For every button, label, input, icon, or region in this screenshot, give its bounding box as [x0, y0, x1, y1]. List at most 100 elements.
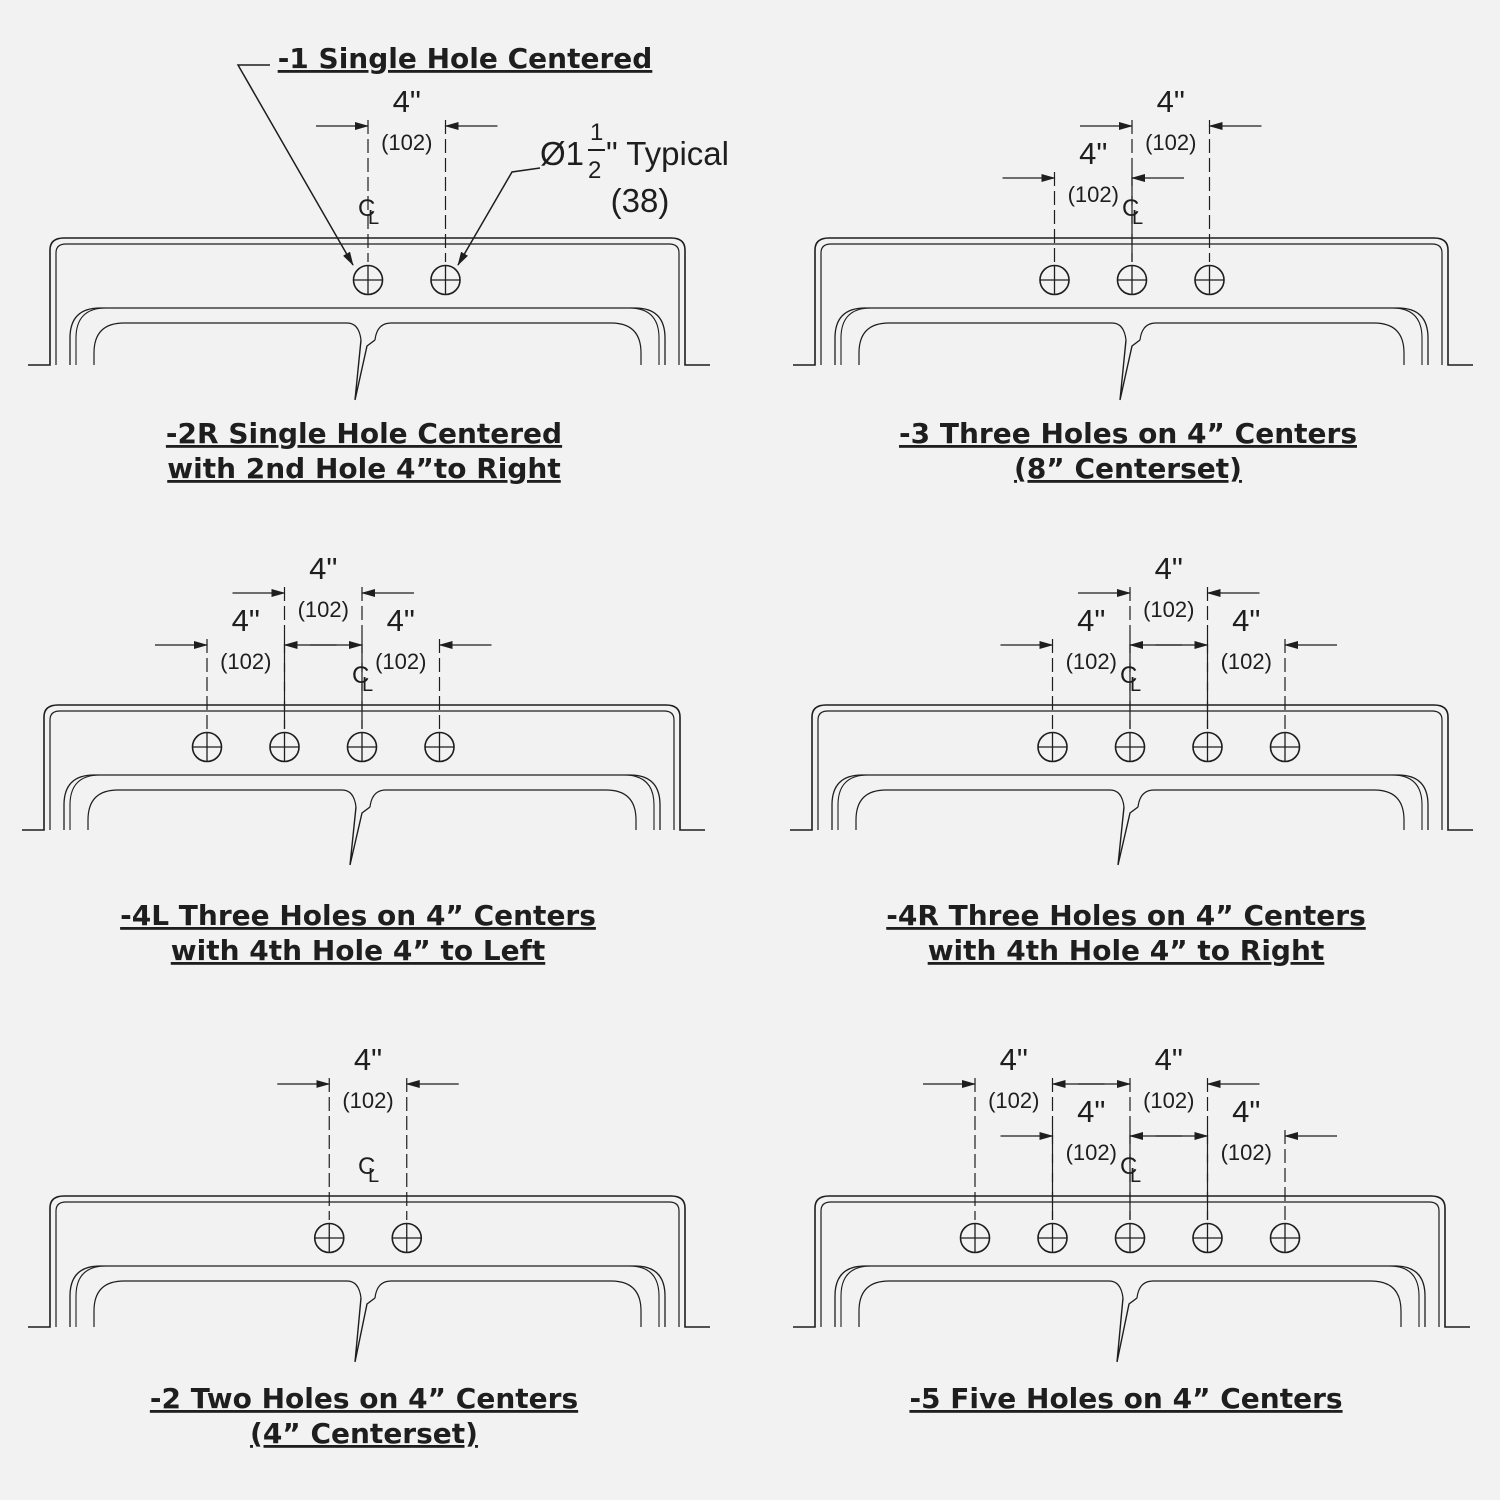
faucet-hole — [1269, 731, 1301, 763]
panel-4r: CL4"(102)4"(102)4"(102)-4R Three Holes o… — [790, 551, 1473, 967]
dimension-metric: (102) — [988, 1088, 1039, 1113]
faucet-hole — [269, 731, 300, 763]
right-bowl — [374, 1280, 642, 1327]
basin-rim — [837, 774, 1423, 830]
svg-text:L: L — [1132, 207, 1143, 229]
centerline-symbol: CL — [1120, 1153, 1141, 1187]
break-mark — [349, 806, 371, 866]
dimension-label: 4" — [1155, 1042, 1183, 1077]
centerline-symbol: CL — [358, 195, 379, 229]
diameter-metric: (38) — [611, 182, 670, 219]
basin-outline — [69, 307, 666, 365]
basin-rim — [840, 307, 1423, 365]
dimension-metric: (102) — [342, 1088, 393, 1113]
right-bowl — [1137, 789, 1405, 830]
faucet-hole — [959, 1222, 991, 1254]
dimension-lower: 4"(102) — [1155, 1094, 1337, 1220]
faucet-hole — [1037, 1222, 1068, 1254]
faucet-hole — [1192, 1222, 1223, 1254]
dimension-lower: 4"(102) — [1000, 603, 1182, 729]
dimension-upper: 4"(102) — [1078, 1042, 1260, 1220]
basin-outline — [69, 1265, 666, 1327]
basin-outline — [834, 307, 1429, 365]
dimension-upper: 4" (102) — [1080, 84, 1262, 262]
right-bowl — [369, 789, 637, 830]
svg-text:L: L — [1130, 674, 1141, 696]
left-bowl — [858, 322, 1127, 365]
dimension-lower: 4"(102) — [155, 603, 337, 729]
diameter-symbol: Ø1 — [540, 135, 584, 172]
fraction-denominator: 2 — [588, 157, 601, 184]
dimension-label: 4" — [354, 1042, 382, 1077]
dimension-label: 4" — [1079, 136, 1107, 171]
panel-caption: -4L Three Holes on 4” Centers — [120, 899, 596, 932]
svg-text:L: L — [368, 207, 379, 229]
dimension-label: 4" — [1232, 1094, 1260, 1129]
dimension-metric: (102) — [1221, 649, 1272, 674]
panel-2: CL4"(102)-2 Two Holes on 4” Centers(4” C… — [28, 1042, 710, 1450]
panel-4l: CL4"(102)4"(102)4"(102)-4L Three Holes o… — [22, 551, 705, 967]
right-bowl — [1139, 322, 1405, 365]
faucet-hole — [1269, 1222, 1301, 1254]
dimension-upper: 4"(102) — [232, 551, 414, 729]
dimension-label: 4" — [1155, 551, 1183, 586]
faucet-hole — [1116, 264, 1148, 296]
left-bowl — [858, 1280, 1124, 1327]
panel-caption: with 4th Hole 4” to Right — [928, 934, 1325, 967]
faucet-hole — [424, 731, 455, 763]
break-mark — [354, 1297, 376, 1363]
basin-outline — [834, 1265, 1426, 1327]
dimension-metric: (102) — [1068, 182, 1119, 207]
faucet-hole — [1192, 731, 1223, 763]
break-mark — [1117, 806, 1139, 866]
sink-rim — [820, 1201, 1440, 1327]
dimension-label: 4" — [1157, 84, 1185, 119]
svg-text:L: L — [368, 1165, 379, 1187]
dimension-metric: (102) — [220, 649, 271, 674]
leader-line-title — [236, 64, 354, 266]
panel-caption: with 4th Hole 4” to Left — [171, 934, 546, 967]
sink-outline — [793, 1195, 1470, 1328]
dimension-upper: 4"(102) — [923, 1042, 1105, 1220]
diameter-note: Ø1 1 2 " Typical (38) — [540, 119, 729, 219]
break-mark — [1119, 339, 1141, 401]
left-bowl — [855, 789, 1125, 830]
dimension-metric: (102) — [1066, 1140, 1117, 1165]
dimension-upper: 4" (102) — [277, 1042, 459, 1220]
panel-caption: with 2nd Hole 4”to Right — [167, 452, 561, 485]
dimension-metric: (102) — [375, 649, 426, 674]
panel-caption: (8” Centerset) — [1014, 452, 1242, 485]
leader-line-diameter — [457, 167, 541, 266]
sink-rim — [55, 1201, 680, 1327]
faucet-hole — [1114, 731, 1146, 763]
left-bowl — [87, 789, 357, 830]
dimension-label: 4" — [309, 551, 337, 586]
panel-5: CL4"(102)4"(102)4"(102)4"(102)-5 Five Ho… — [793, 1042, 1470, 1415]
dimension-lower: 4" (102) — [1002, 136, 1184, 262]
svg-text:C: C — [1120, 662, 1137, 689]
basin-rim — [840, 1265, 1420, 1327]
svg-text:C: C — [352, 662, 369, 689]
svg-text:C: C — [1120, 1153, 1137, 1180]
sink-outline — [28, 1195, 710, 1328]
svg-text:C: C — [358, 195, 375, 222]
basin-rim — [75, 1265, 660, 1327]
svg-text:L: L — [1130, 1165, 1141, 1187]
panel-caption: (4” Centerset) — [250, 1417, 478, 1450]
panel-caption: -2R Single Hole Centered — [166, 417, 562, 450]
sink-outline — [28, 237, 710, 366]
dimension-metric: (102) — [1145, 130, 1196, 155]
right-bowl — [374, 322, 642, 365]
faucet-hole — [346, 731, 378, 763]
dimension-lower: 4"(102) — [310, 603, 492, 729]
left-bowl — [93, 322, 362, 365]
break-mark — [1116, 1297, 1138, 1363]
diameter-suffix: " Typical — [606, 135, 729, 172]
dimension-metric: (102) — [1143, 597, 1194, 622]
dimension-label: 4" — [393, 84, 421, 119]
basin-rim — [75, 307, 660, 365]
callout-title: -1 Single Hole Centered — [278, 42, 653, 75]
panel-caption: -2 Two Holes on 4” Centers — [150, 1382, 578, 1415]
faucet-hole — [1039, 264, 1070, 296]
